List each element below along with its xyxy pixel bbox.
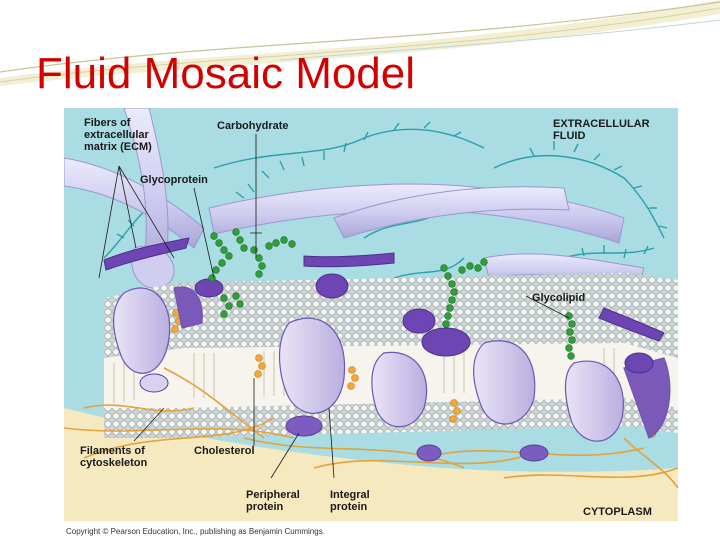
label-fibers-of-ecm: Fibers of extracellular matrix (ECM) — [84, 117, 152, 153]
title-swoosh-decoration — [0, 0, 720, 86]
slide-title: Fluid Mosaic Model — [36, 49, 416, 98]
label-filaments-of-cytoskeleton: Filaments of cytoskeleton — [80, 445, 148, 469]
label-integral-protein: Integral protein — [330, 489, 370, 513]
copyright-notice: Copyright © Pearson Education, Inc., pub… — [66, 527, 325, 536]
ecm-fibers — [64, 108, 645, 289]
label-leader-lines — [98, 134, 570, 479]
label-glycolipid: Glycolipid — [532, 292, 586, 304]
peripheral-proteins — [139, 373, 549, 462]
label-glycoprotein: Glycoprotein — [140, 174, 208, 186]
phospholipid-heads-upper — [104, 273, 678, 358]
membrane-illustration — [64, 108, 678, 521]
label-cytoplasm: CYTOPLASM — [583, 506, 652, 518]
label-peripheral-protein: Peripheral protein — [246, 489, 300, 513]
cytoplasm-area — [64, 408, 678, 521]
label-cholesterol: Cholesterol — [194, 445, 255, 457]
label-extracellular-fluid: EXTRACELLULAR FLUID — [553, 118, 650, 142]
label-carbohydrate: Carbohydrate — [217, 120, 289, 132]
surface-proteins — [103, 237, 665, 374]
integral-proteins — [113, 286, 671, 442]
membrane-figure: Fibers of extracellular matrix (ECM) Car… — [64, 108, 678, 521]
